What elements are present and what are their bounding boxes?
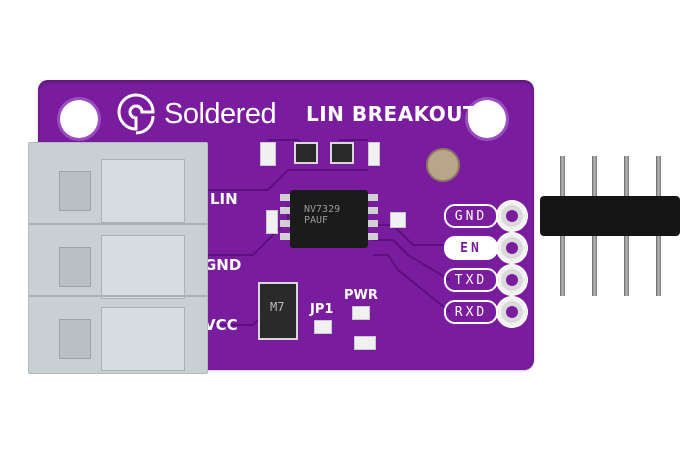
terminal-screw-2 <box>59 247 91 287</box>
terminal-screw-3 <box>59 319 91 359</box>
resistor-2 <box>390 212 406 228</box>
chip-marking: NV7329 PAUF <box>304 204 341 226</box>
terminal-screw-1 <box>59 171 91 211</box>
board-title: LIN BREAKOUT <box>306 102 478 126</box>
pad-rxd <box>498 298 526 326</box>
lin-transceiver-chip: NV7329 PAUF <box>290 190 368 248</box>
mounting-hole-top-left <box>60 100 98 138</box>
terminal-slot-3 <box>101 307 185 371</box>
screw-terminal-block <box>28 142 208 374</box>
label-gnd: GND <box>204 256 242 274</box>
pad-gnd <box>498 202 526 230</box>
soldered-logo-icon <box>117 93 155 135</box>
diode-m7: M7 <box>258 282 298 340</box>
diode-small-2 <box>330 142 354 164</box>
pin-label-txd: TXD <box>444 268 498 292</box>
pin-label-en: EN <box>444 236 498 260</box>
pwr-led <box>352 306 370 320</box>
round-component <box>426 148 460 182</box>
label-pwr: PWR <box>344 288 378 303</box>
capacitor-1 <box>260 142 276 166</box>
jumper-pads <box>314 320 332 334</box>
terminal-slot-1 <box>101 159 185 223</box>
pin-label-gnd: GND <box>444 204 498 228</box>
label-jp1: JP1 <box>310 302 334 317</box>
capacitor-2 <box>266 210 278 234</box>
diode-small-1 <box>294 142 318 164</box>
resistor-pwr <box>354 336 376 350</box>
brand-name: Soldered <box>164 98 277 130</box>
resistor-1 <box>368 142 380 166</box>
diode-marking: M7 <box>270 300 285 314</box>
header-plastic <box>540 196 680 236</box>
terminal-slot-2 <box>101 235 185 299</box>
pad-txd <box>498 266 526 294</box>
label-lin: LIN <box>210 190 238 208</box>
pin-label-rxd: RXD <box>444 300 498 324</box>
label-vcc: VCC <box>204 316 238 334</box>
mounting-hole-top-right <box>468 100 506 138</box>
pad-en <box>498 234 526 262</box>
